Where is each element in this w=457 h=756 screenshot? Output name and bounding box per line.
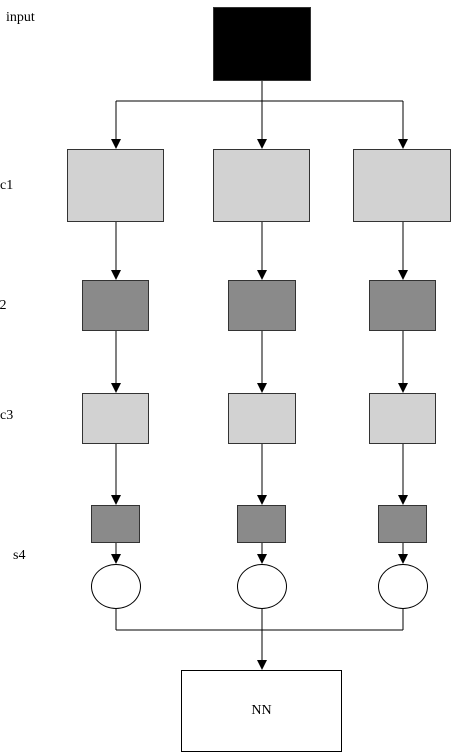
label-s2: s2 bbox=[0, 298, 7, 313]
output-circle-1 bbox=[91, 564, 141, 609]
s2-node-1 bbox=[82, 280, 149, 331]
s4-node-2 bbox=[237, 505, 286, 543]
label-c1: c1 bbox=[0, 178, 14, 193]
label-input: input bbox=[6, 10, 35, 25]
output-circle-3 bbox=[378, 564, 428, 609]
s4-node-1 bbox=[91, 505, 140, 543]
c1-node-2 bbox=[213, 149, 310, 222]
s2-node-2 bbox=[228, 280, 296, 331]
s2-node-3 bbox=[369, 280, 436, 331]
c3-node-3 bbox=[369, 393, 436, 444]
c3-node-1 bbox=[82, 393, 149, 444]
c3-node-2 bbox=[228, 393, 296, 444]
input-node bbox=[213, 7, 311, 81]
c1-node-3 bbox=[353, 149, 451, 222]
nn-node: NN bbox=[181, 670, 342, 752]
output-circle-2 bbox=[237, 564, 287, 609]
nn-label: NN bbox=[251, 703, 272, 718]
c1-node-1 bbox=[67, 149, 164, 222]
s4-node-3 bbox=[378, 505, 427, 543]
label-s4: s4 bbox=[13, 548, 26, 563]
label-c3: c3 bbox=[0, 408, 14, 423]
